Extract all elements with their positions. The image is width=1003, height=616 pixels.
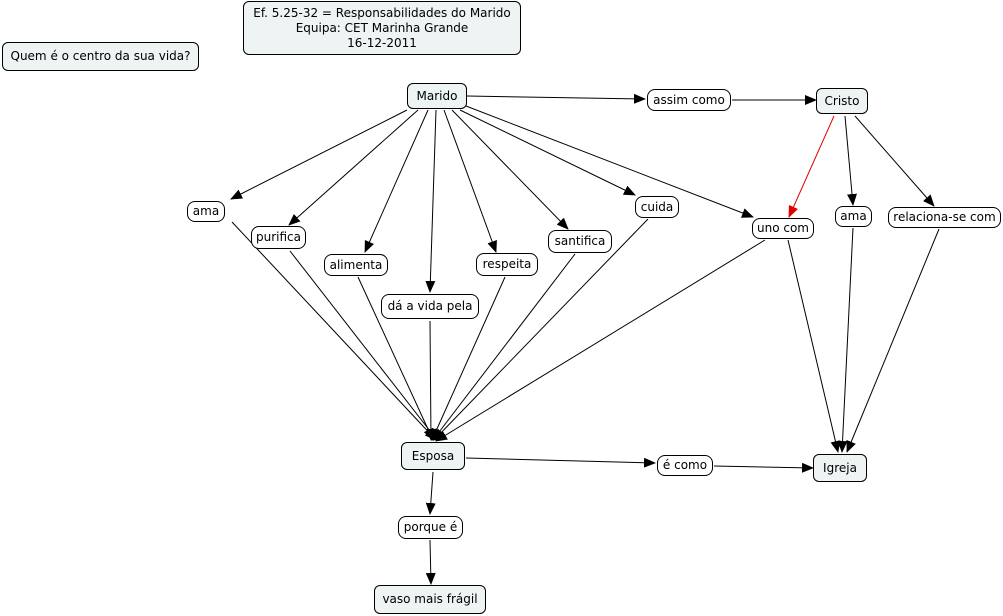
link-purifica[interactable]: purifica xyxy=(251,226,306,249)
edge-marido-da-a-vida xyxy=(425,109,437,293)
edge-marido-uno-com xyxy=(465,105,754,218)
link-porque-e[interactable]: porque é xyxy=(398,516,463,539)
link-e-como[interactable]: é como xyxy=(657,455,713,476)
question-node[interactable]: Quem é o centro da sua vida? xyxy=(2,42,199,71)
edge-marido-ama xyxy=(230,109,408,200)
edge-ama-igreja xyxy=(837,227,854,453)
edge-relaciona-se-igreja xyxy=(846,228,940,453)
link-label: uno com xyxy=(757,221,809,235)
map-header: Ef. 5.25-32 = Responsabilidades do Marid… xyxy=(243,1,521,55)
edge-cristo-ama xyxy=(844,115,857,206)
link-respeita[interactable]: respeita xyxy=(476,253,538,276)
edge-porque-e-vaso xyxy=(425,539,436,585)
edge-esposa-porque-e xyxy=(425,471,436,515)
concept-esposa[interactable]: Esposa xyxy=(401,442,465,470)
link-santifica[interactable]: santifica xyxy=(548,230,612,253)
link-label: santifica xyxy=(554,234,606,248)
link-uno-com[interactable]: uno com xyxy=(752,218,814,239)
edge-uno-com-esposa xyxy=(435,239,766,442)
edge-marido-cuida xyxy=(459,109,636,196)
link-label: porque é xyxy=(403,520,458,534)
link-assim-como[interactable]: assim como xyxy=(647,89,731,111)
concept-label: Igreja xyxy=(823,460,857,475)
edge-purifica-esposa xyxy=(289,250,438,441)
edge-cuida-esposa xyxy=(433,218,649,441)
link-da-a-vida-pela[interactable]: dá a vida pela xyxy=(381,294,479,319)
link-relaciona-se-com[interactable]: relaciona-se com xyxy=(888,207,1001,228)
link-cuida[interactable]: cuida xyxy=(635,196,679,218)
concept-cristo[interactable]: Cristo xyxy=(816,88,868,114)
edge-da-a-vida-esposa xyxy=(425,320,436,441)
edge-marido-santifica xyxy=(451,109,569,230)
edge-respeita-esposa xyxy=(431,276,506,441)
concept-igreja[interactable]: Igreja xyxy=(813,454,867,482)
concept-vaso-mais-fragil[interactable]: vaso mais frágil xyxy=(374,585,486,614)
concept-label: Esposa xyxy=(411,448,455,463)
concept-label: vaso mais frágil xyxy=(382,592,478,606)
link-label: respeita xyxy=(482,257,532,271)
header-date: 16-12-2011 xyxy=(347,35,417,50)
header-team: Equipa: CET Marinha Grande xyxy=(295,20,469,35)
link-label: dá a vida pela xyxy=(387,299,473,313)
concept-marido[interactable]: Marido xyxy=(407,83,467,109)
link-alimenta[interactable]: alimenta xyxy=(324,254,388,276)
question-label: Quem é o centro da sua vida? xyxy=(10,49,191,63)
link-label: ama xyxy=(192,204,220,218)
edge-uno-com-igreja xyxy=(787,239,841,453)
edge-alimenta-esposa xyxy=(357,276,434,441)
link-label: ama xyxy=(840,209,867,223)
edge-ama-esposa xyxy=(231,221,437,441)
link-label: relaciona-se com xyxy=(893,210,996,224)
edge-marido-purifica xyxy=(288,109,419,226)
edge-esposa-e-como xyxy=(465,457,656,468)
concept-label: Marido xyxy=(416,88,458,103)
link-label: cuida xyxy=(640,199,674,214)
link-label: purifica xyxy=(256,230,301,244)
link-label: alimenta xyxy=(329,257,383,272)
link-label: assim como xyxy=(653,92,725,107)
link-label: é como xyxy=(662,458,708,472)
edge-cristo-relaciona-se xyxy=(854,115,935,207)
edge-e-como-igreja xyxy=(713,462,814,473)
edge-marido-alimenta xyxy=(364,109,429,253)
header-title: Ef. 5.25-32 = Responsabilidades do Marid… xyxy=(253,5,511,20)
edge-cristo-uno-com xyxy=(788,115,835,218)
edge-marido-assim-como xyxy=(466,93,646,104)
link-ama-cristo[interactable]: ama xyxy=(835,206,872,227)
link-ama-marido[interactable]: ama xyxy=(187,201,225,222)
edge-marido-respeita xyxy=(443,109,497,253)
concept-label: Cristo xyxy=(824,93,860,108)
edge-santifica-esposa xyxy=(432,253,576,441)
